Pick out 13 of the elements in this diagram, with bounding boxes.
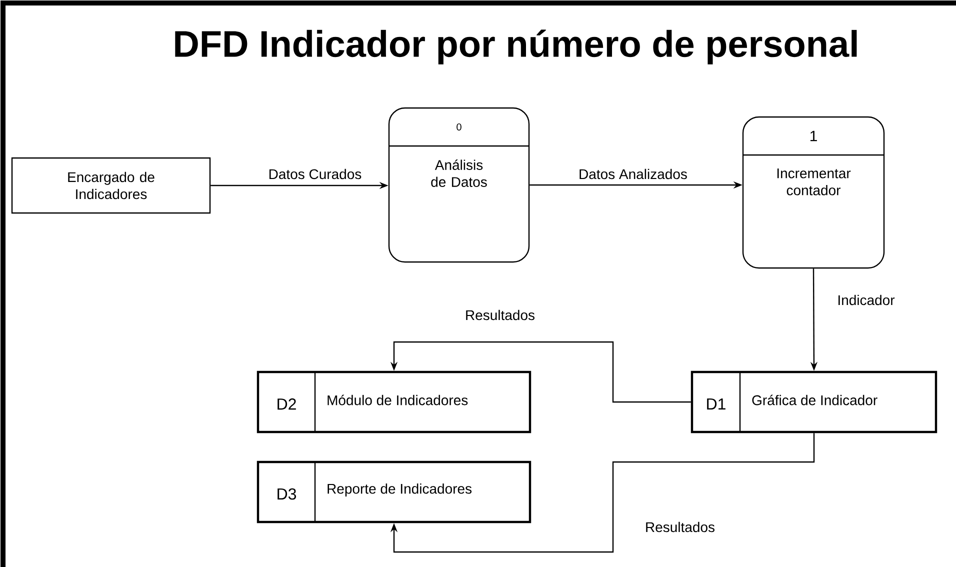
edge-label: Resultados [644,520,716,534]
arrow [390,433,815,553]
data-store: D1 Gráfica de Indicador [690,370,938,434]
data-store: D2 Módulo de Indicadores [256,370,532,434]
process-box: 0 Análisis de Datos [388,107,530,263]
edge-label: Datos Analizados [578,168,688,180]
edge-label: Resultados [464,308,536,322]
process-box: 1 Incrementar contador [742,116,885,269]
edge-label: Indicador [836,294,896,306]
edge-label: Datos Curados [267,168,363,180]
title: DFD Indicador por número de personal [175,30,857,64]
data-store: D3 Reporte de Indicadores [256,460,532,524]
entity-box: Encargado de Indicadores [11,157,211,214]
